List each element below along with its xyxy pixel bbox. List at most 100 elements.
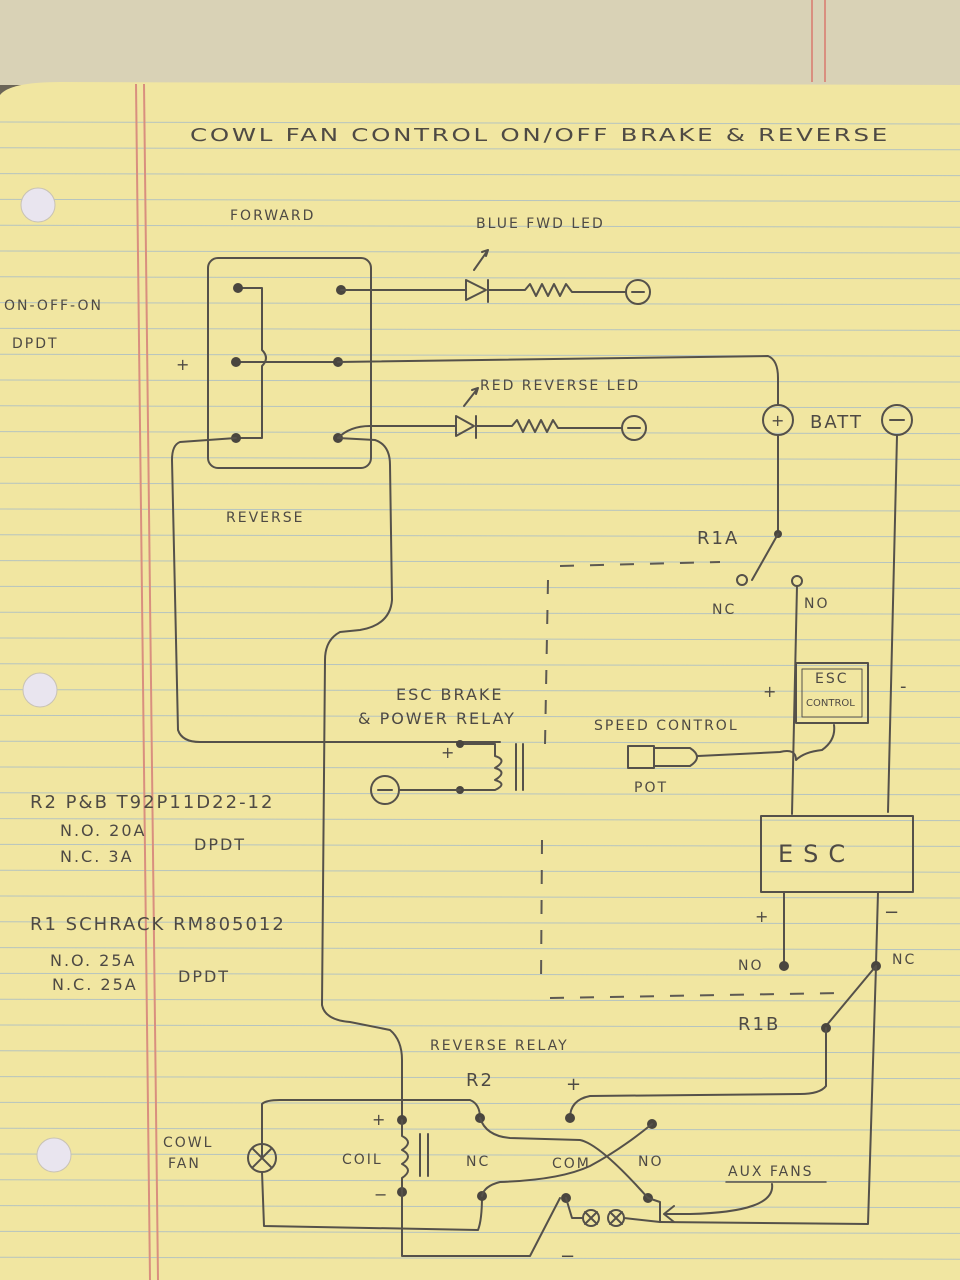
- esc-nc-label: NC: [892, 952, 916, 968]
- switch-terminal: [233, 283, 243, 293]
- ruled-line: [0, 198, 960, 202]
- margin-line: [135, 83, 151, 1280]
- reverse-relay-nc-label: NC: [466, 1154, 490, 1170]
- esc-no-label: NO: [738, 958, 764, 974]
- red-led-resistor: [475, 419, 623, 433]
- cowl-fan-label-line1: COWL: [163, 1135, 213, 1151]
- r2-spec-type: DPDT: [194, 835, 246, 854]
- ruled-lines: [0, 121, 960, 1260]
- cowl-fan-bottom-wire: [261, 1171, 483, 1231]
- ruled-line: [0, 998, 960, 1002]
- ruled-line: [0, 224, 960, 228]
- relay-cross-wire: [479, 1117, 649, 1199]
- coil-to-com-wire: [401, 1191, 561, 1257]
- ruled-line: [0, 895, 960, 899]
- ruled-line: [0, 147, 960, 151]
- reverse-relay-com-label: COM: [552, 1156, 591, 1172]
- ruled-line: [0, 1050, 960, 1054]
- ruled-line: [0, 947, 960, 951]
- relay-linkage-dash: [559, 561, 721, 567]
- reverse-relay-plus: +: [566, 1074, 583, 1095]
- aux-fan-wire: [565, 1197, 583, 1219]
- ruled-line: [0, 353, 960, 357]
- r1a-no-label: NO: [804, 596, 830, 612]
- forward-label: FORWARD: [230, 208, 315, 224]
- switch-terminal: [231, 357, 241, 367]
- r1a-label: R1A: [697, 528, 739, 549]
- reverse-relay-coil: [401, 1119, 409, 1193]
- blue-led-ground-minus: [625, 279, 651, 305]
- r1a-nc-label: NC: [712, 602, 736, 618]
- r2-spec-no: N.O. 20A: [60, 821, 146, 840]
- led-emission-arrow-icon: [473, 249, 489, 271]
- speed-control-label: SPEED CONTROL: [594, 718, 739, 734]
- ruled-line: [0, 327, 960, 331]
- cowl-fan-label-line2: FAN: [168, 1156, 201, 1172]
- ruled-line: [0, 611, 960, 615]
- aux-fan-icon: [582, 1209, 600, 1227]
- reverse-label: REVERSE: [226, 510, 304, 526]
- ruled-line: [0, 869, 960, 873]
- ruled-line: [0, 482, 960, 486]
- ruled-line: [0, 1127, 960, 1131]
- ruled-line: [0, 456, 960, 460]
- aux-fans-label: AUX FANS: [728, 1164, 814, 1180]
- battery-plus-wire: [337, 355, 779, 405]
- switch-pole-label: DPDT: [12, 336, 59, 352]
- r1b-to-relay-wire: [569, 1027, 827, 1119]
- esc-brake-relay-coil: [459, 743, 503, 791]
- pot-label: POT: [634, 780, 668, 796]
- coil-label: COIL: [342, 1152, 383, 1168]
- esc-label: ESC: [778, 840, 855, 868]
- ruled-line: [0, 250, 960, 254]
- pot-knob-icon: [653, 747, 698, 767]
- esc-control-line1: ESC: [815, 671, 849, 687]
- ruled-line: [0, 766, 960, 770]
- cowl-fan-motor-icon: [247, 1143, 277, 1173]
- red-led-label: RED REVERSE LED: [480, 378, 640, 394]
- blue-led-diode-icon: [465, 279, 487, 301]
- led-emission-arrow-icon: [463, 387, 479, 407]
- esc-control-line2: CONTROL: [806, 698, 855, 709]
- relay-bottom-minus: −: [560, 1246, 577, 1267]
- red-led-ground-minus: [621, 415, 647, 441]
- battery-label: BATT: [810, 412, 863, 433]
- esc-control-plus: +: [763, 682, 778, 701]
- binder-hole: [20, 187, 56, 223]
- ruled-line: [0, 173, 960, 177]
- r2-spec-title: R2 P&B T92P11D22-12: [30, 792, 274, 813]
- relay-linkage-dash: [540, 839, 543, 986]
- ruled-line: [0, 121, 960, 125]
- ruled-line: [0, 585, 960, 589]
- ruled-line: [0, 921, 960, 925]
- ruled-line: [0, 431, 960, 435]
- red-led-wire: [337, 425, 457, 439]
- reverse-wire-left: [171, 437, 501, 743]
- switch-plus-label: +: [176, 355, 191, 374]
- ruled-line: [0, 818, 960, 822]
- ruled-line: [0, 1205, 960, 1209]
- aux-fans-arrow: [663, 1183, 774, 1223]
- ruled-line: [0, 534, 960, 538]
- ruled-line: [0, 637, 960, 641]
- pot-body: [627, 745, 655, 769]
- ruled-line: [0, 1153, 960, 1157]
- ruled-line: [0, 1230, 960, 1234]
- ruled-line: [0, 276, 960, 280]
- r1b-contact-arm: [825, 965, 877, 1027]
- r1-spec-no: N.O. 25A: [50, 951, 136, 970]
- ruled-line: [0, 1076, 960, 1080]
- ruled-line: [0, 972, 960, 976]
- ruled-line: [0, 405, 960, 409]
- r1a-no-to-esc-wire: [791, 585, 798, 815]
- reverse-wire-right: [321, 437, 403, 1121]
- ruled-line: [0, 1101, 960, 1105]
- ruled-line: [0, 792, 960, 796]
- binder-hole: [36, 1137, 72, 1173]
- binder-hole: [22, 672, 58, 708]
- r1-spec-nc: N.C. 25A: [52, 975, 138, 994]
- switch-type-label: ON-OFF-ON: [4, 298, 103, 314]
- reverse-relay-label: REVERSE RELAY: [430, 1038, 569, 1054]
- esc-box: [760, 815, 914, 893]
